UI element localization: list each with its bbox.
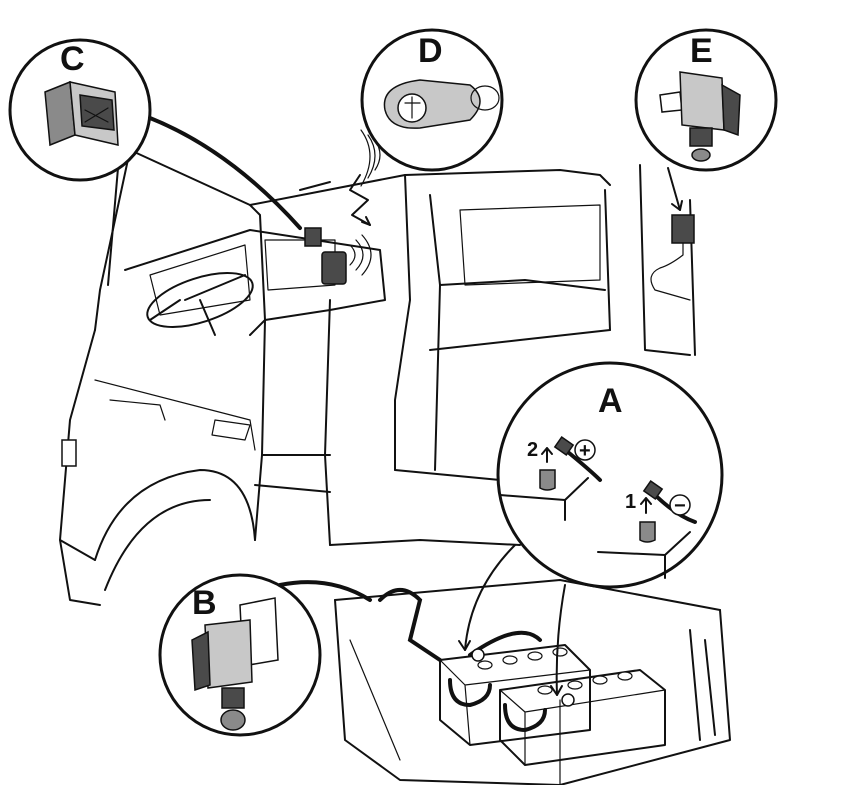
battery-switch-icon xyxy=(650,214,695,301)
battery-switch-icon xyxy=(659,71,741,162)
remote-key-fob-icon xyxy=(321,234,372,285)
negative-terminal-symbol: − xyxy=(674,495,686,517)
callout-b-letter: B xyxy=(192,584,217,622)
rocker-switch-icon xyxy=(304,227,322,247)
callout-d: D xyxy=(349,28,504,226)
positive-terminal-symbol: + xyxy=(579,440,591,462)
callout-b: B xyxy=(158,573,372,737)
step-1-label: 1 xyxy=(625,491,636,513)
signal-waves-icon xyxy=(349,129,381,226)
callout-c: C xyxy=(8,38,302,230)
step-2-label: 2 xyxy=(527,439,538,461)
callout-c-letter: C xyxy=(60,40,85,78)
callout-a-letter: A xyxy=(598,382,623,420)
callout-e-letter: E xyxy=(690,32,713,70)
rocker-switch-icon xyxy=(44,80,119,147)
battery-switch-icon xyxy=(191,597,279,731)
callout-d-letter: D xyxy=(418,32,443,70)
battery-icon xyxy=(334,579,731,785)
callout-e: E xyxy=(634,28,778,211)
remote-key-fob-icon xyxy=(383,79,500,129)
cab-outline-icon xyxy=(59,149,696,606)
callout-a: + − 2 1 A xyxy=(458,361,724,696)
